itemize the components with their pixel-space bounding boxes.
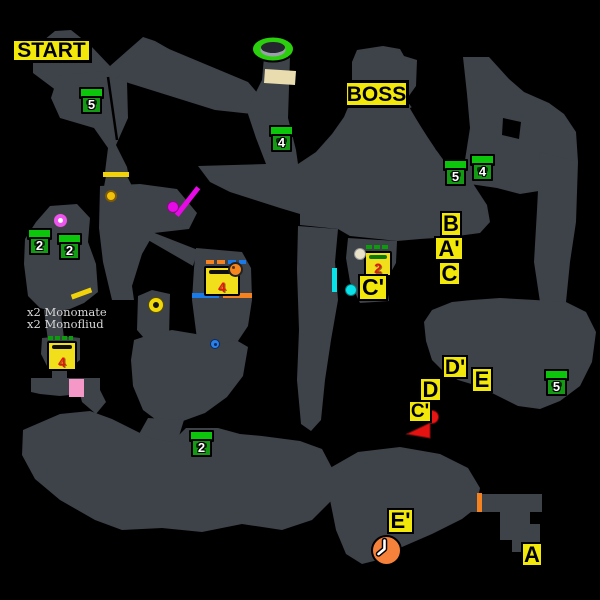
portal-label-c: C <box>438 261 461 286</box>
portal-label-d: D <box>419 377 442 402</box>
portal-label-e-prime: E' <box>387 508 414 534</box>
portal-label-a-prime: A' <box>434 236 464 261</box>
portal-text: D <box>422 376 439 402</box>
green-item-box: 4 <box>470 154 495 181</box>
box-count: 4 <box>218 279 226 295</box>
cave-cracks <box>106 76 521 164</box>
portal-text: C' <box>361 274 385 300</box>
box-count: 5 <box>451 169 460 184</box>
start-label-text: START <box>17 39 86 62</box>
portal-label-a: A <box>521 542 543 567</box>
blue-door-dash <box>239 260 246 264</box>
green-door-dash <box>374 245 380 249</box>
orange-door-dash <box>217 260 225 264</box>
green-item-box: 5 <box>544 369 569 396</box>
cave-regions <box>22 30 596 564</box>
box-count: 2 <box>35 238 44 253</box>
portal-text: C <box>441 260 458 286</box>
portal-text: C' <box>410 401 430 422</box>
note-line: x2 Monomate <box>27 305 107 319</box>
cyan-switch-dot <box>345 284 357 296</box>
box-lid <box>52 345 72 349</box>
note-line: x2 Monofliud <box>27 317 104 331</box>
portal-label-e: E <box>471 367 493 393</box>
orange-door-dash <box>206 260 214 264</box>
box-body: 5 <box>445 168 466 186</box>
box-body: 2 <box>29 237 50 255</box>
box-body: 2 <box>191 439 212 457</box>
box-count: 5 <box>552 379 561 394</box>
green-door-dash <box>62 336 67 340</box>
portal-text: A <box>524 541 540 567</box>
portal-label-c-prime: C' <box>358 274 388 301</box>
box-lid <box>369 255 387 259</box>
notes-text: x2 Monomate x2 Monofliud <box>27 306 107 330</box>
magenta-ring-marker <box>54 214 67 227</box>
boss-label: BOSS <box>344 80 409 108</box>
magenta-switch-dot <box>167 201 179 213</box>
box-body: 5 <box>81 96 102 114</box>
start-label: START <box>11 38 92 63</box>
portal-text: B <box>443 211 459 236</box>
pipe-door-band <box>264 69 296 85</box>
pipe-entrance-icon <box>251 35 295 63</box>
red-arrow-marker <box>405 422 431 439</box>
box-count: 2 <box>374 260 382 276</box>
yellow-ring-marker <box>149 298 163 312</box>
box-body: 4 <box>271 134 292 152</box>
portal-label-c-prime-2: C' <box>408 400 432 423</box>
box-body: 2 <box>59 242 80 260</box>
box-count: 4 <box>58 354 66 370</box>
yellow-switch-dot <box>105 190 117 202</box>
cyan-door-marker <box>332 268 337 292</box>
green-door-dash <box>382 245 388 249</box>
box-count: 5 <box>87 97 96 112</box>
green-item-box: 5 <box>79 87 104 114</box>
box-count: 2 <box>197 440 206 455</box>
portal-text: D' <box>444 355 466 379</box>
orange-door-marker <box>477 493 482 512</box>
rare-item-box: 4 <box>204 262 243 296</box>
portal-text: E' <box>390 508 411 533</box>
white-switch-dot <box>354 248 366 260</box>
yellow-door-marker <box>103 172 129 177</box>
blue-switch-dot <box>210 339 220 349</box>
rare-badge-icon <box>228 262 243 277</box>
portal-text: E <box>474 367 490 392</box>
box-body: 4 <box>472 163 493 181</box>
green-item-box: 2 <box>189 430 214 457</box>
box-count: 4 <box>277 135 286 150</box>
rare-item-box: 4 <box>47 341 77 371</box>
clock-icon <box>371 535 402 566</box>
green-item-box: 2 <box>27 228 52 255</box>
box-lid <box>209 270 235 274</box>
pink-room-marker <box>69 379 84 397</box>
portal-text: A' <box>438 235 460 261</box>
portal-label-d-prime: D' <box>442 355 468 379</box>
box-count: 2 <box>65 243 74 258</box>
green-item-box: 2 <box>57 233 82 260</box>
green-door-dash <box>69 336 73 340</box>
box-body: 5 <box>546 378 567 396</box>
boss-label-text: BOSS <box>346 82 407 106</box>
green-item-box: 4 <box>269 125 294 152</box>
green-door-dash <box>55 336 60 340</box>
green-item-box: 5 <box>443 159 468 186</box>
rare-item-box: 2 <box>364 251 392 277</box>
green-door-dash <box>366 245 372 249</box>
box-count: 4 <box>478 164 487 179</box>
green-door-dash <box>48 336 53 340</box>
portal-label-b: B <box>440 211 462 237</box>
